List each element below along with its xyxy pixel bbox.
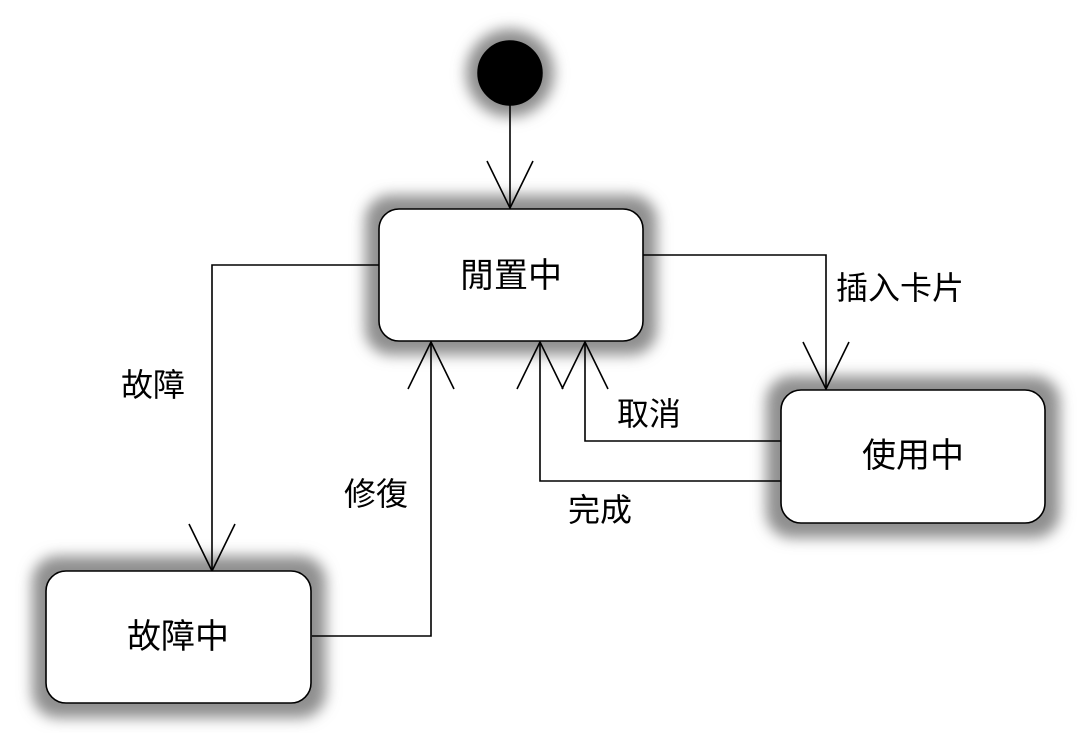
edge-initial-to-idle (486, 105, 534, 210)
state-idle: 閒置中 (378, 208, 644, 342)
state-in-use: 使用中 (780, 389, 1046, 524)
label-insert-card: 插入卡片 (836, 269, 964, 307)
edge-cancel (561, 340, 781, 442)
edge-insert-card (643, 254, 850, 391)
label-fault: 故障 (121, 366, 185, 404)
edge-complete (516, 340, 781, 482)
state-idle-label: 閒置中 (460, 256, 562, 296)
edge-fault (188, 264, 379, 573)
label-repair: 修復 (344, 475, 408, 513)
label-complete: 完成 (568, 491, 632, 529)
label-cancel: 取消 (617, 395, 681, 433)
state-in-use-label: 使用中 (862, 436, 964, 476)
state-out-of-order: 故障中 (45, 570, 312, 704)
edge-repair (312, 340, 455, 637)
state-out-of-order-label: 故障中 (127, 617, 229, 657)
initial-node (466, 29, 554, 117)
